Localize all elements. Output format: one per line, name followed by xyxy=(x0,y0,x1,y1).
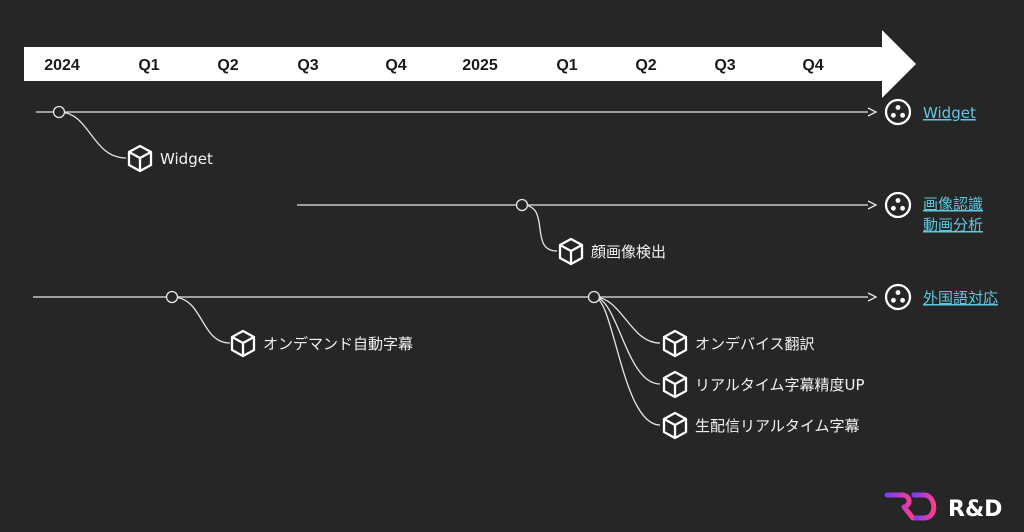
tick-q3-2024: Q3 xyxy=(297,57,318,74)
branch-connector xyxy=(593,296,661,344)
lane-arrowhead xyxy=(867,200,878,210)
target-link-widget[interactable]: Widget xyxy=(923,104,976,122)
target-link-image-recognition[interactable]: 画像認識 xyxy=(923,195,983,213)
item-ondevice-translation: オンデバイス翻訳 xyxy=(695,335,815,353)
branch-connector xyxy=(58,111,127,159)
lane-foreign-language xyxy=(33,292,878,426)
lane-arrowhead xyxy=(867,292,878,302)
tick-q1-2025: Q1 xyxy=(556,57,577,74)
tick-q1-2024: Q1 xyxy=(138,57,159,74)
item-widget: Widget xyxy=(160,150,213,168)
timeline-arrow xyxy=(24,30,916,98)
item-live-realtime-caption: 生配信リアルタイム字幕 xyxy=(695,417,860,435)
item-ondemand-caption: オンデマンド自動字幕 xyxy=(263,335,413,353)
branch-node xyxy=(515,198,529,212)
target-icon xyxy=(884,98,912,126)
item-face-detection: 顔画像検出 xyxy=(591,243,666,261)
cube-icon xyxy=(662,370,688,399)
target-icon xyxy=(884,191,912,219)
tick-q2-2024: Q2 xyxy=(217,57,238,74)
tick-q3-2025: Q3 xyxy=(714,57,735,74)
cube-icon xyxy=(662,329,688,358)
tick-2025: 2025 xyxy=(462,57,498,74)
tick-q2-2025: Q2 xyxy=(635,57,656,74)
lane-widget xyxy=(36,107,878,159)
lane-arrowhead xyxy=(867,107,878,117)
tick-2024: 2024 xyxy=(44,57,80,74)
target-icon xyxy=(884,283,912,311)
branch-node xyxy=(52,105,66,119)
branch-connector xyxy=(171,296,231,344)
branch-connector xyxy=(521,204,558,252)
cube-icon xyxy=(662,411,688,440)
target-link-foreign-language[interactable]: 外国語対応 xyxy=(923,289,998,307)
branch-node xyxy=(587,290,601,304)
lane-image-recognition xyxy=(297,200,878,252)
rd-logo-icon xyxy=(884,492,937,521)
cube-icon xyxy=(127,144,153,173)
target-link-video-analysis[interactable]: 動画分析 xyxy=(923,216,983,234)
branch-connector xyxy=(593,296,661,426)
cube-icon xyxy=(230,329,256,358)
branch-connector xyxy=(593,296,661,385)
item-realtime-caption-accuracy: リアルタイム字幕精度UP xyxy=(695,376,865,394)
cube-icon xyxy=(558,237,584,266)
tick-q4-2024: Q4 xyxy=(385,57,406,74)
brand-text: R&D xyxy=(948,497,1002,522)
branch-node xyxy=(165,290,179,304)
brand-logo: R&D xyxy=(884,492,1002,522)
tick-q4-2025: Q4 xyxy=(802,57,823,74)
